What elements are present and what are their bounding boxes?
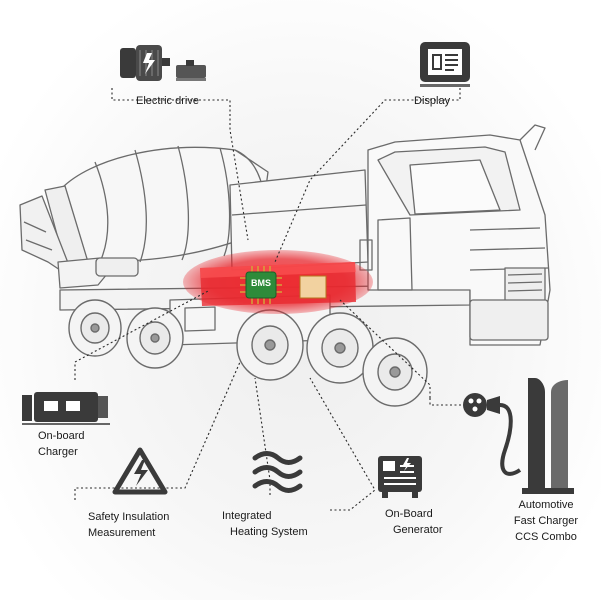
label-fast-charger-line3: CCS Combo	[515, 531, 577, 543]
label-onboard-charger-line1: On-board	[38, 430, 85, 442]
label-heating-line1: Integrated	[222, 510, 272, 522]
heating-waves-icon	[252, 451, 303, 493]
connector-plug	[429, 398, 462, 406]
display-icon	[420, 42, 470, 87]
connector-heating	[254, 377, 271, 495]
label-display: Display	[414, 95, 451, 107]
wheel-front	[362, 337, 428, 407]
battery-pack	[183, 250, 373, 314]
label-safety-line2: Measurement	[88, 527, 156, 539]
label-onboard-charger-line2: Charger	[38, 446, 78, 458]
label-generator-line2: Generator	[393, 524, 443, 536]
label-fast-charger-line2: Fast Charger	[513, 515, 579, 527]
generator-icon	[378, 456, 422, 498]
bms-chip-icon	[240, 266, 282, 304]
wheel-rear-2	[126, 307, 184, 369]
label-heating-line2: Heating System	[230, 526, 308, 538]
wheel-mid-2	[306, 312, 374, 384]
connector-display	[274, 88, 461, 263]
wheel-rear-1	[68, 299, 122, 357]
connector-fast-charger	[339, 299, 431, 398]
connector-generator	[309, 377, 376, 511]
label-electric-drive: Electric drive	[136, 95, 199, 107]
label-bms: BMS	[251, 278, 271, 288]
connector-onboard-charger	[74, 289, 211, 380]
electric-motor-icon	[120, 45, 206, 81]
ccs-plug-icon	[463, 393, 522, 476]
warning-triangle-icon	[112, 447, 168, 495]
wheel-mid-1	[236, 309, 304, 381]
wheels	[68, 299, 428, 407]
label-fast-charger-line1: Automotive	[518, 499, 574, 511]
connector-safety	[74, 361, 241, 500]
onboard-charger-icon	[22, 392, 110, 425]
label-safety-line1: Safety Insulation	[88, 511, 170, 523]
charging-station-icon	[522, 378, 574, 494]
label-generator-line1: On-Board	[385, 508, 433, 520]
